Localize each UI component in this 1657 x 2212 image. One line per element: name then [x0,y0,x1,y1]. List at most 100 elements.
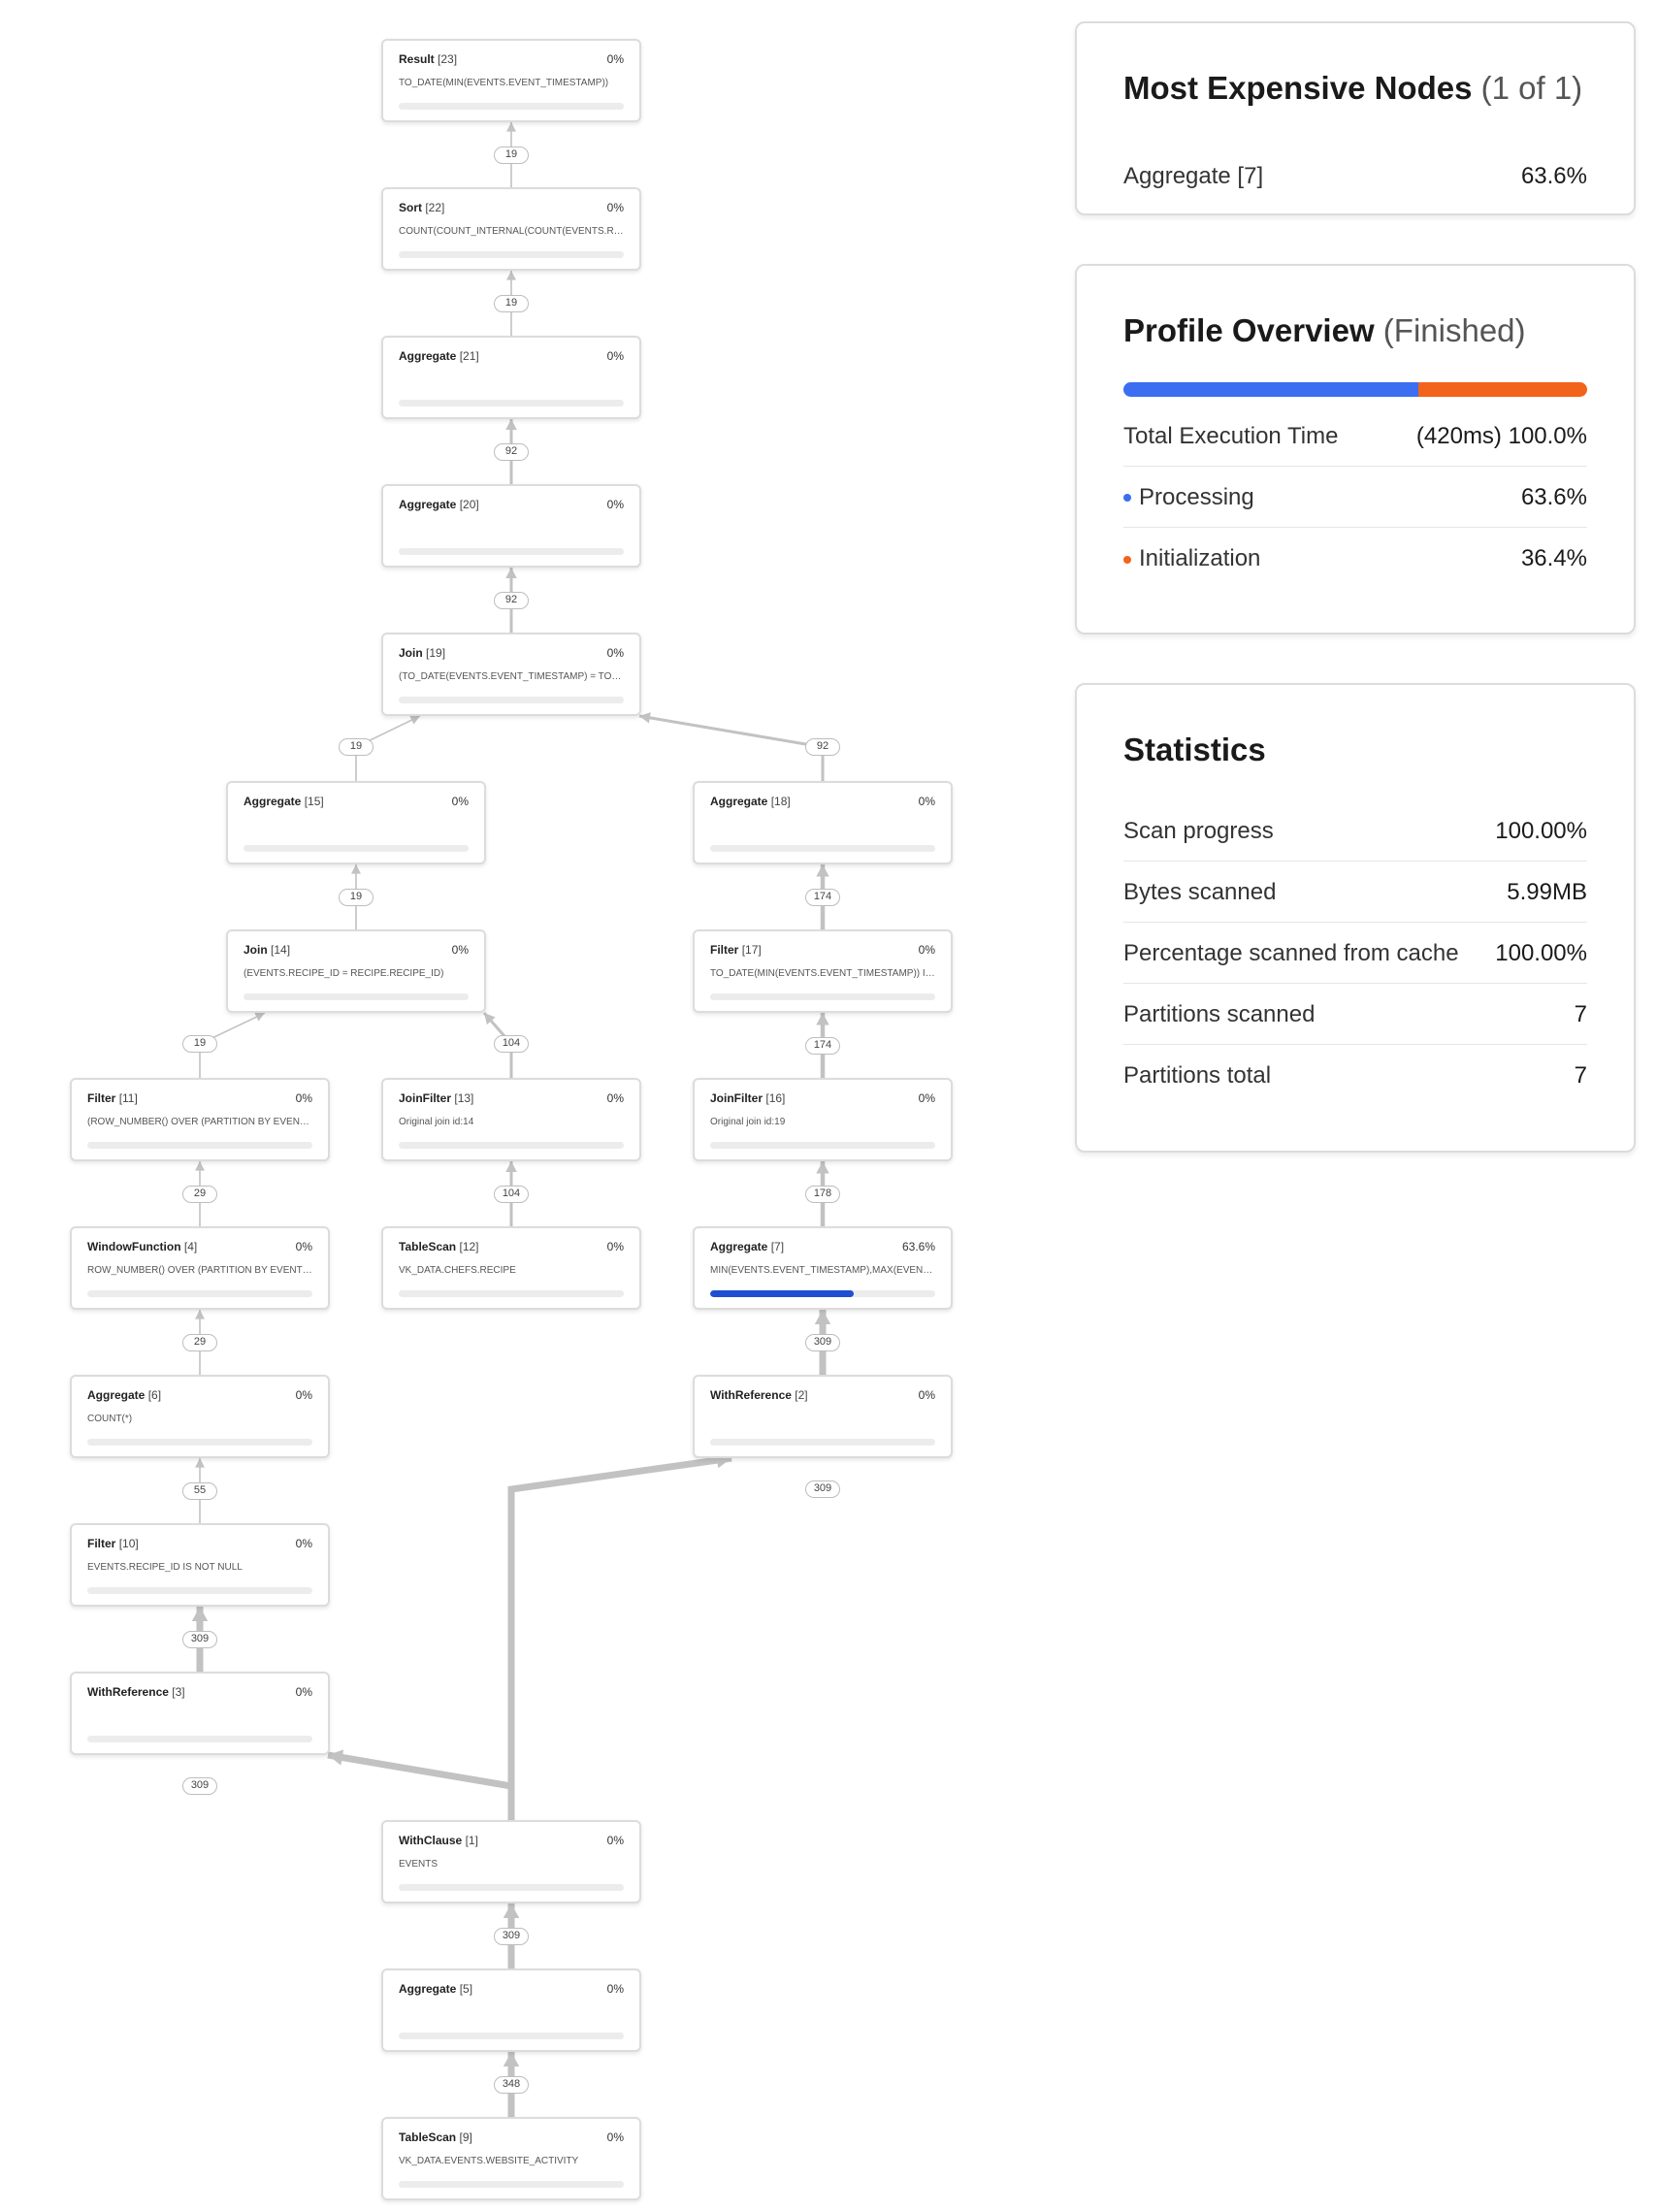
edge-arrow-icon [195,1458,205,1468]
node-percent: 0% [606,1091,624,1105]
node-operator: Join [244,943,268,957]
stat-row-scan-progress: Scan progress 100.00% [1123,801,1587,862]
node-progress-bar [399,1884,624,1891]
node-name: TableScan [9] [399,2131,472,2144]
plan-node-aggregate-7[interactable]: Aggregate [7]63.6%MIN(EVENTS.EVENT_TIMES… [693,1226,953,1310]
node-id: [11] [118,1091,138,1105]
node-id: [17] [741,943,762,957]
initialization-label: Initialization [1139,545,1261,571]
node-id: [23] [438,52,458,66]
node-detail: EVENTS.RECIPE_ID IS NOT NULL [87,1562,243,1573]
plan-node-windowfunction-4[interactable]: WindowFunction [4]0%ROW_NUMBER() OVER (P… [70,1226,330,1310]
plan-node-join-14[interactable]: Join [14]0%(EVENTS.RECIPE_ID = RECIPE.RE… [226,929,486,1013]
profile-overview-card: Profile Overview (Finished) Total Execut… [1075,264,1636,634]
node-operator: WindowFunction [87,1240,181,1253]
node-name: Aggregate [6] [87,1388,161,1402]
edge-arrow-icon [505,568,517,578]
plan-node-aggregate-15[interactable]: Aggregate [15]0% [226,781,486,864]
processing-segment [1123,382,1418,397]
most-expensive-title-text: Most Expensive Nodes [1123,70,1473,106]
node-percent: 0% [918,1091,935,1105]
node-name: WithReference [3] [87,1685,185,1699]
plan-node-tablescan-9[interactable]: TableScan [9]0%VK_DATA.EVENTS.WEBSITE_AC… [381,2117,641,2200]
plan-node-aggregate-21[interactable]: Aggregate [21]0% [381,336,641,419]
node-progress-bar [710,1290,935,1297]
node-id: [1] [465,1834,478,1847]
edge-arrow-icon [351,864,361,874]
node-percent: 0% [295,1685,312,1699]
plan-node-filter-10[interactable]: Filter [10]0%EVENTS.RECIPE_ID IS NOT NUL… [70,1523,330,1607]
node-progress-fill [710,1290,854,1297]
node-id: [3] [172,1685,185,1699]
node-operator: WithClause [399,1834,463,1847]
node-percent: 0% [295,1388,312,1402]
plan-node-result-23[interactable]: Result [23]0%TO_DATE(MIN(EVENTS.EVENT_TI… [381,39,641,122]
node-name: Join [14] [244,943,290,957]
stat-label: Bytes scanned [1123,878,1277,905]
edge-arrow-icon [409,715,420,725]
node-name: WindowFunction [4] [87,1240,197,1253]
node-name: TableScan [12] [399,1240,479,1253]
edge-arrow-icon [484,1013,496,1025]
node-progress-bar [399,548,624,555]
most-expensive-title-suffix: (1 of 1) [1480,70,1583,106]
node-operator: WithReference [710,1388,792,1402]
edge-arrow-icon [505,1161,517,1172]
node-operator: Aggregate [710,795,768,808]
plan-node-join-19[interactable]: Join [19]0%(TO_DATE(EVENTS.EVENT_TIMESTA… [381,633,641,716]
node-id: [22] [425,201,445,214]
node-progress-bar [710,845,935,852]
plan-node-joinfilter-16[interactable]: JoinFilter [16]0%Original join id:19 [693,1078,953,1161]
node-progress-bar [710,1439,935,1446]
node-progress-bar [399,2181,624,2188]
total-execution-time-row: Total Execution Time (420ms) 100.0% [1123,407,1587,467]
node-id: [4] [183,1240,198,1253]
edge-line [327,1751,515,1820]
edge-row-count: 92 [805,738,840,756]
node-progress-bar [399,697,624,703]
expensive-node-item[interactable]: Aggregate [7] 63.6% [1123,146,1587,207]
edge-arrow-icon [506,122,516,132]
plan-node-filter-11[interactable]: Filter [11]0%(ROW_NUMBER() OVER (PARTITI… [70,1078,330,1161]
edge-row-count: 309 [182,1630,217,1648]
most-expensive-nodes-title: Most Expensive Nodes (1 of 1) [1123,70,1587,107]
edge-arrow-icon [191,1607,209,1621]
plan-node-withclause-1[interactable]: WithClause [1]0%EVENTS [381,1820,641,1903]
plan-node-sort-22[interactable]: Sort [22]0%COUNT(COUNT_INTERNAL(COUNT(EV… [381,187,641,271]
node-id: [16] [765,1091,786,1105]
node-percent: 0% [295,1091,312,1105]
stat-row-partitions-total: Partitions total 7 [1123,1046,1587,1106]
node-id: [13] [454,1091,474,1105]
node-name: JoinFilter [16] [710,1091,785,1105]
node-name: Filter [10] [87,1537,139,1550]
edge-row-count: 309 [494,1927,529,1945]
query-profile-graph[interactable]: Result [23]0%TO_DATE(MIN(EVENTS.EVENT_TI… [0,0,1048,2212]
processing-value: 63.6% [1520,483,1587,510]
node-detail: (EVENTS.RECIPE_ID = RECIPE.RECIPE_ID) [244,968,444,979]
execution-time-bar [1123,382,1587,397]
edge-arrow-icon [254,1012,265,1022]
edge-row-count: 19 [182,1035,217,1053]
plan-node-joinfilter-13[interactable]: JoinFilter [13]0%Original join id:14 [381,1078,641,1161]
stat-row-cache-percentage: Percentage scanned from cache 100.00% [1123,924,1587,984]
node-operator: Aggregate [399,498,457,511]
node-progress-bar [399,400,624,407]
node-progress-bar [87,1290,312,1297]
plan-node-aggregate-5[interactable]: Aggregate [5]0% [381,1968,641,2052]
edge-arrow-icon [506,271,516,280]
node-detail: VK_DATA.EVENTS.WEBSITE_ACTIVITY [399,2156,579,2166]
plan-node-tablescan-12[interactable]: TableScan [12]0%VK_DATA.CHEFS.RECIPE [381,1226,641,1310]
plan-node-aggregate-18[interactable]: Aggregate [18]0% [693,781,953,864]
node-detail: (TO_DATE(EVENTS.EVENT_TIMESTAMP) = TO_DA… [399,671,624,682]
plan-node-withreference-2[interactable]: WithReference [2]0% [693,1375,953,1458]
plan-node-aggregate-6[interactable]: Aggregate [6]0%COUNT(*) [70,1375,330,1458]
node-progress-bar [87,1142,312,1149]
node-percent: 0% [606,201,624,214]
edge-row-count: 309 [805,1333,840,1351]
plan-node-filter-17[interactable]: Filter [17]0%TO_DATE(MIN(EVENTS.EVENT_TI… [693,929,953,1013]
plan-node-aggregate-20[interactable]: Aggregate [20]0% [381,484,641,568]
processing-label: Processing [1139,483,1254,510]
node-operator: Aggregate [399,1982,457,1996]
plan-node-withreference-3[interactable]: WithReference [3] 0% [70,1672,330,1755]
node-progress-bar [244,993,469,1000]
